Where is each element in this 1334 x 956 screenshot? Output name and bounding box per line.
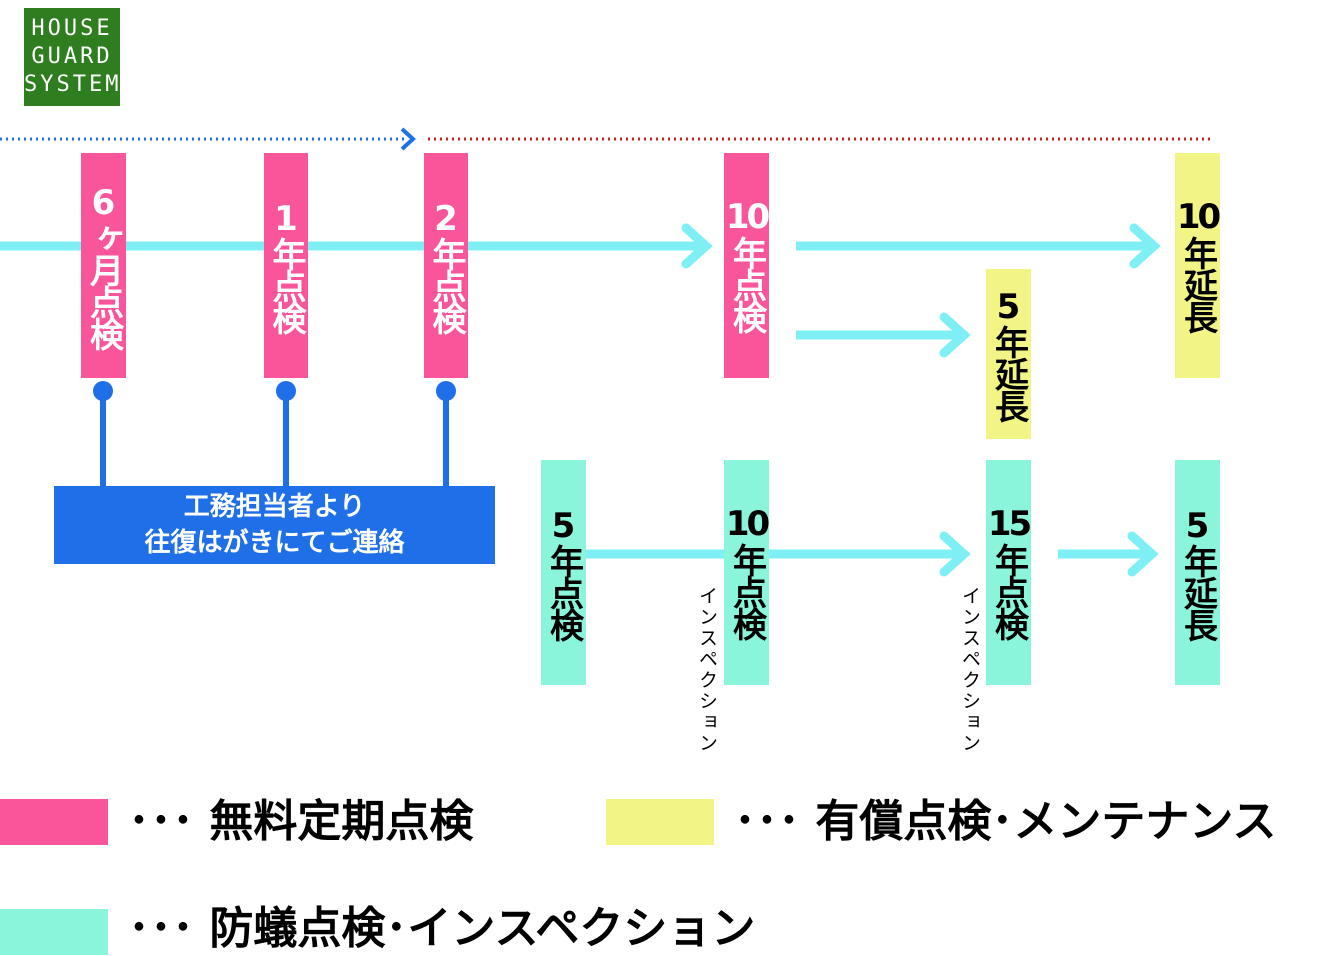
box-termite-5-year: 5年点検 bbox=[541, 460, 586, 685]
label-termite-5-year-extension: 5年延長 bbox=[1177, 505, 1218, 640]
box-termite-10-year: 10 年点検 bbox=[724, 460, 770, 685]
connector-dot-1-year bbox=[276, 381, 296, 401]
box-6-month-inspection: 6ヶ月点検 bbox=[81, 153, 126, 378]
logo-line-1: HOUSE bbox=[31, 16, 113, 41]
legend-swatch-free bbox=[0, 799, 108, 845]
house-guard-logo: HOUSE GUARD SYSTEM bbox=[24, 8, 120, 106]
connector-1-year bbox=[283, 390, 289, 490]
legend-label-free: ･･･ 無料定期点検 bbox=[128, 796, 474, 847]
connector-6-month bbox=[100, 390, 106, 490]
label-termite-15-year: 年点検 bbox=[988, 542, 1029, 639]
label-termite-10-year-number: 10 bbox=[725, 503, 770, 544]
label-10-year-inspection-side: インスペクション bbox=[696, 586, 718, 754]
logo-line-3: SYSTEM bbox=[24, 72, 122, 97]
box-2-year-inspection: 2年点検 bbox=[424, 153, 468, 378]
legend-label-termite: ･･･ 防蟻点検･インスペクション bbox=[128, 903, 756, 954]
label-termite-5-year: 5年点検 bbox=[543, 505, 584, 640]
label-2-year-inspection: 2年点検 bbox=[426, 198, 466, 333]
connector-dot-2-year bbox=[436, 381, 456, 401]
notice-box: 工務担当者より 往復はがきにてご連絡 bbox=[54, 486, 495, 564]
box-1-year-inspection: 1年点検 bbox=[264, 153, 308, 378]
arrow-to-10-year-icon bbox=[681, 223, 713, 269]
connector-2-year bbox=[443, 390, 449, 490]
arrow-to-5-year-extension-icon bbox=[939, 312, 971, 358]
label-10-year-number: 10 bbox=[725, 196, 770, 237]
box-10-year-extension: 10 年延長 bbox=[1175, 153, 1221, 378]
label-termite-10-year: 年点検 bbox=[726, 542, 767, 639]
label-15-year-inspection-side: インスペクション bbox=[959, 586, 981, 754]
legend-swatch-paid bbox=[606, 799, 714, 845]
label-10-year-inspection: 年点検 bbox=[726, 235, 767, 332]
dotted-arrow-head-icon bbox=[400, 127, 416, 151]
legend-label-paid: ･･･ 有償点検･メンテナンス bbox=[734, 796, 1277, 847]
arrow-to-10-year-extension-icon bbox=[1129, 223, 1161, 269]
label-1-year-inspection: 1年点検 bbox=[266, 198, 306, 333]
connector-dot-6-month bbox=[93, 381, 113, 401]
box-10-year-inspection: 10 年点検 bbox=[724, 153, 770, 378]
label-10-year-extension-number: 10 bbox=[1176, 196, 1221, 237]
label-10-year-extension: 年延長 bbox=[1177, 235, 1218, 332]
arrow-to-termite-extension-icon bbox=[1127, 531, 1159, 577]
arrow-to-15-year-icon bbox=[939, 531, 971, 577]
logo-line-2: GUARD bbox=[31, 44, 113, 69]
box-termite-5-year-extension: 5年延長 bbox=[1175, 460, 1220, 685]
notice-line-2: 往復はがきにてご連絡 bbox=[144, 528, 405, 558]
legend-swatch-termite bbox=[0, 909, 108, 955]
label-6-month-inspection: 6ヶ月点検 bbox=[83, 182, 124, 349]
label-termite-15-year-number: 15 bbox=[987, 503, 1032, 544]
label-5-year-extension: 5年延長 bbox=[988, 287, 1029, 421]
box-termite-15-year: 15 年点検 bbox=[986, 460, 1032, 685]
notice-line-1: 工務担当者より bbox=[183, 492, 366, 522]
box-5-year-extension: 5年延長 bbox=[986, 269, 1031, 439]
